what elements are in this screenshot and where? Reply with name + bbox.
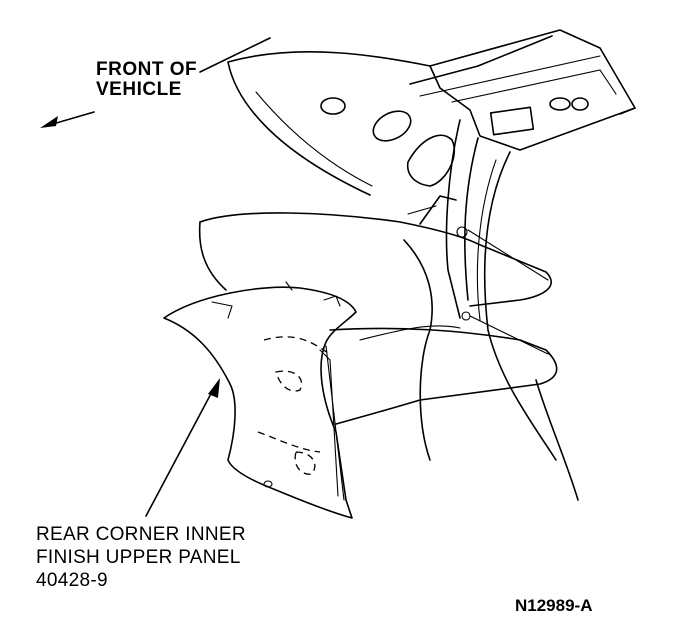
access-opening: [406, 134, 455, 187]
part-callout-label: REAR CORNER INNER FINISH UPPER PANEL 404…: [36, 524, 246, 592]
part-name-line-2: FINISH UPPER PANEL: [36, 546, 241, 568]
finish-upper-panel: [163, 281, 357, 519]
front-of-vehicle-line-1: FRONT OF: [96, 59, 198, 80]
part-name-line-1: REAR CORNER INNER: [36, 524, 246, 545]
access-hole-1: [320, 97, 346, 115]
figure-id: N12989-A: [515, 596, 593, 615]
body-structure: [227, 29, 636, 501]
rear-window-bracket: [489, 106, 535, 136]
front-of-vehicle-label: FRONT OF VEHICLE: [96, 60, 197, 100]
access-hole-3: [549, 97, 571, 111]
front-of-vehicle-line-2: VEHICLE: [96, 78, 182, 100]
part-leader-arrow: [145, 378, 220, 517]
panel-outline-backdrop: [198, 212, 558, 425]
access-hole-4: [571, 97, 589, 111]
access-hole-2: [372, 110, 412, 142]
part-number: 40428-9: [36, 569, 108, 591]
front-of-vehicle-arrow: [40, 37, 271, 128]
